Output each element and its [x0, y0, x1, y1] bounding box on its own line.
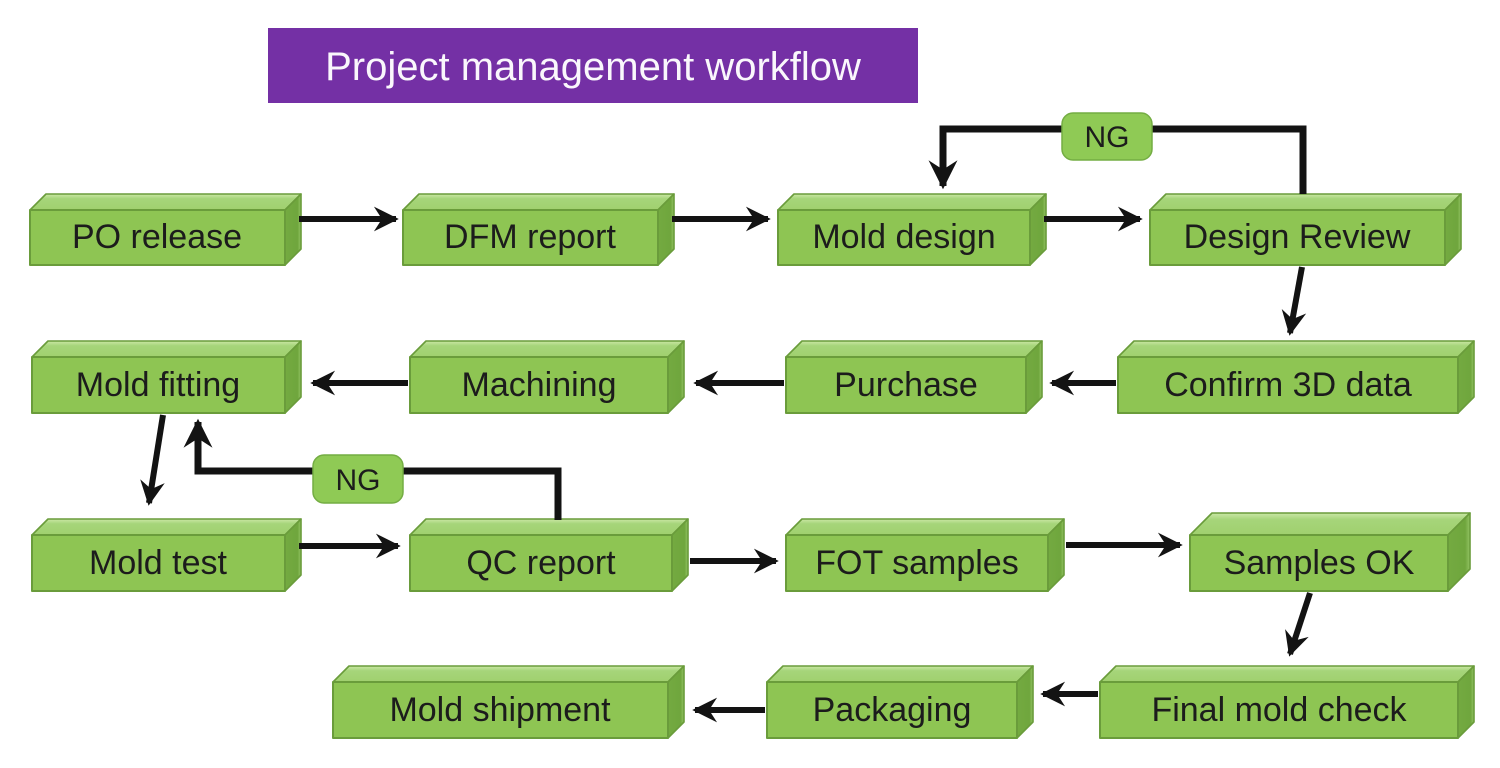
node-label: Samples OK	[1224, 544, 1415, 582]
node-label: QC report	[466, 544, 616, 582]
ng-badge-label: NG	[1085, 121, 1130, 154]
ng-badge-label: NG	[336, 464, 381, 497]
node-machining: Machining	[409, 340, 685, 414]
node-mold-fitting: Mold fitting	[31, 340, 302, 414]
ng-badge-qc-report: NG	[312, 454, 404, 504]
page-title: Project management workflow	[325, 45, 861, 89]
node-purchase: Purchase	[785, 340, 1043, 414]
edges	[140, 125, 1313, 723]
node-fot-samples: FOT samples	[785, 518, 1065, 592]
title-banner: Project management workflow	[268, 28, 918, 103]
node-dfm-report: DFM report	[402, 193, 675, 266]
node-design-review: Design Review	[1149, 193, 1462, 266]
node-label: PO release	[72, 218, 242, 256]
node-mold-shipment: Mold shipment	[332, 665, 685, 739]
node-label: Mold shipment	[389, 691, 611, 729]
node-mold-design: Mold design	[777, 193, 1047, 266]
title-background	[268, 28, 918, 103]
node-final-mold-check: Final mold check	[1099, 665, 1475, 739]
node-label: Mold design	[812, 218, 995, 256]
node-qc-report: QC report	[409, 518, 689, 592]
node-samples-ok: Samples OK	[1189, 512, 1471, 592]
node-confirm-3d-data: Confirm 3D data	[1117, 340, 1475, 414]
node-label: Machining	[462, 366, 617, 404]
node-label: Mold test	[89, 544, 227, 582]
node-label: Confirm 3D data	[1164, 366, 1412, 404]
node-po-release: PO release	[29, 193, 302, 266]
node-label: Mold fitting	[76, 366, 240, 404]
node-label: Packaging	[813, 691, 972, 729]
node-mold-test: Mold test	[31, 518, 302, 592]
arrow-mold-fitting-to-mold-test	[140, 414, 166, 506]
node-label: Design Review	[1184, 218, 1411, 256]
node-label: FOT samples	[815, 544, 1018, 582]
node-label: DFM report	[444, 218, 616, 256]
arrow-samples-ok-to-final-mold-check	[1285, 592, 1313, 657]
node-packaging: Packaging	[766, 665, 1034, 739]
ng-badge-background	[312, 454, 404, 504]
node-label: Purchase	[834, 366, 978, 404]
arrow-design-review-to-confirm-3d-data	[1281, 266, 1307, 336]
ng-badge-design-review: NG	[1061, 112, 1153, 161]
node-label: Final mold check	[1151, 691, 1407, 729]
ng-badge-background	[1061, 112, 1153, 161]
